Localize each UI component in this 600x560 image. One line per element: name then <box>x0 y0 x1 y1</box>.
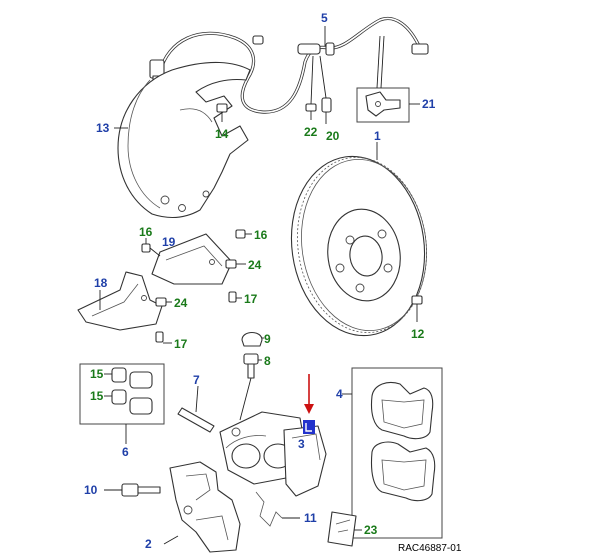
brake-pads-box <box>342 367 443 539</box>
callout-10: 10 <box>84 483 98 497</box>
callout-21: 21 <box>422 97 436 111</box>
callout-7: 7 <box>193 373 200 387</box>
fixing-17b <box>155 331 172 344</box>
callout-15b: 15 <box>90 389 104 403</box>
callout-16b: 16 <box>254 228 268 242</box>
disc-screw-12 <box>411 295 423 322</box>
sensor-bracket-box <box>356 35 420 123</box>
fixing-17a <box>228 291 242 303</box>
brake-disc <box>290 142 427 337</box>
callout-19: 19 <box>162 235 176 249</box>
callout-15a: 15 <box>90 367 104 381</box>
diagram-reference-code: RAC46887-01 <box>398 543 462 554</box>
pad-retaining-spring-11 <box>255 491 300 527</box>
callout-24b: 24 <box>174 296 188 310</box>
callout-16a: 16 <box>139 225 153 239</box>
callout-5: 5 <box>321 11 328 25</box>
bleed-cap-9 <box>241 331 264 347</box>
callout-17b: 17 <box>174 337 188 351</box>
fixing-24a <box>225 259 246 269</box>
caliper-carrier <box>169 461 241 553</box>
carrier-bolt-10 <box>104 483 161 497</box>
callout-17a: 17 <box>244 292 258 306</box>
fixing-bolt-22 <box>305 103 317 120</box>
fixing-16a <box>141 238 151 253</box>
leader-5-20 <box>319 55 327 99</box>
guide-pin-7 <box>177 385 215 433</box>
callout-23: 23 <box>364 523 378 537</box>
callout-13: 13 <box>96 121 110 135</box>
fixing-24b <box>155 297 172 307</box>
callout-12: 12 <box>411 327 425 341</box>
red-down-arrow-icon <box>304 374 314 414</box>
callout-3: 3 <box>298 437 305 451</box>
brake-splash-shield <box>117 61 251 219</box>
callout-24a: 24 <box>248 258 262 272</box>
callout-11: 11 <box>304 511 317 525</box>
callout-9: 9 <box>264 332 271 346</box>
leader-5-22 <box>310 55 314 105</box>
pad-sensor-23 <box>327 511 362 547</box>
leader-2 <box>163 535 179 545</box>
vehicle-side-marker-icon <box>303 420 315 434</box>
lower-shield-19 <box>151 233 233 285</box>
callout-1: 1 <box>374 129 381 143</box>
callout-4: 4 <box>336 387 343 401</box>
bleed-screw-8 <box>239 353 262 421</box>
harness-clip-20 <box>321 97 332 124</box>
fixing-16b <box>235 229 252 239</box>
callout-18: 18 <box>94 276 108 290</box>
callout-6: 6 <box>122 445 129 459</box>
lower-shield-18 <box>77 271 163 331</box>
brake-caliper <box>219 411 327 497</box>
guide-pin-kit-box <box>79 363 165 444</box>
callout-2: 2 <box>145 537 152 551</box>
fixing-bolt-14 <box>216 103 228 122</box>
callout-14: 14 <box>215 127 229 141</box>
callout-20: 20 <box>326 129 340 143</box>
callout-labels: 1 2 3 4 5 6 7 8 9 10 11 12 13 14 15 15 1… <box>84 11 436 551</box>
leader-19 <box>149 247 161 257</box>
callout-8: 8 <box>264 354 271 368</box>
callout-22: 22 <box>304 125 318 139</box>
